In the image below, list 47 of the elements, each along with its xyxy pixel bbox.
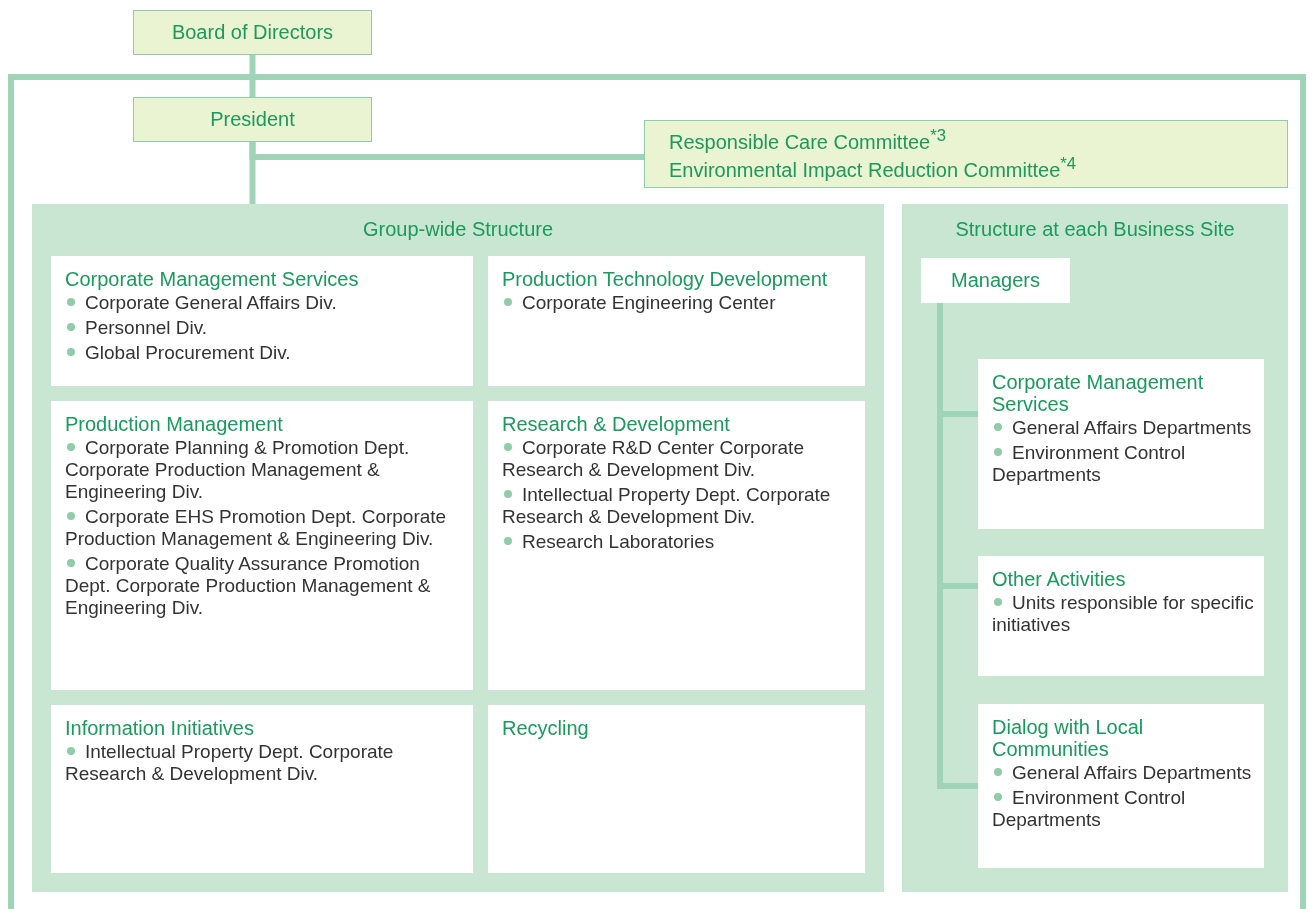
- card-heading: Recycling: [502, 717, 590, 739]
- committee-box: [644, 120, 1288, 188]
- list-item: Personnel Div.: [65, 317, 465, 340]
- list-item: Intellectual Property Dept. Corporate Research & Development Div.: [65, 741, 465, 786]
- list-item: Corporate EHS Promotion Dept. Corporate Production Management & Engineering Div.: [65, 506, 465, 551]
- department-card: [488, 401, 865, 690]
- list-item: General Affairs Departments: [992, 762, 1256, 785]
- department-card: [51, 401, 473, 690]
- list-item: Environment Control Departments: [992, 787, 1256, 832]
- connector-line: [937, 303, 978, 789]
- committee-name: Environmental Impact Reduction Committee$^{*4}$: [669, 154, 1077, 182]
- department-card: [488, 256, 865, 386]
- department-card: [488, 705, 865, 873]
- department-card: [51, 705, 473, 873]
- panel-heading: Group-wide Structure: [361, 218, 555, 241]
- title-box: Board of Directors: [133, 10, 372, 55]
- department-card: [978, 359, 1264, 529]
- card-heading: Corporate Management Services: [65, 268, 360, 290]
- card-heading: Production Management: [65, 413, 284, 435]
- list-item: General Affairs Departments: [992, 417, 1256, 440]
- list-item: Intellectual Property Dept. Corporate Research & Development Div.: [502, 484, 857, 529]
- department-card: [978, 556, 1264, 676]
- card-heading: Other Activities: [992, 568, 1127, 590]
- list-item: Corporate Planning & Promotion Dept. Corporate Production Management & Engineering Div.: [65, 437, 465, 504]
- list-item: Corporate R&D Center Corporate Research & Development Div.: [502, 437, 857, 482]
- title-box: President: [133, 97, 372, 142]
- card-heading: Dialog with Local Communities: [992, 716, 1145, 760]
- department-card: [978, 704, 1264, 868]
- title-box: Managers: [921, 258, 1070, 303]
- list-item: Units responsible for specific initiatives: [992, 592, 1256, 637]
- card-heading: Production Technology Development: [502, 268, 829, 290]
- list-item: Corporate Engineering Center: [502, 292, 857, 315]
- department-card: [51, 256, 473, 386]
- connector-line: [249, 55, 256, 97]
- list-item: Environment Control Departments: [992, 442, 1256, 487]
- card-heading: Research & Development: [502, 413, 731, 435]
- structure-panel: [902, 204, 1288, 892]
- list-item: Corporate Quality Assurance Promotion Dept. Corporate Production Management & Engineering Div.: [65, 553, 465, 620]
- card-heading: Information Initiatives: [65, 717, 255, 739]
- connector-line: [249, 142, 256, 204]
- card-heading: Corporate Management Services: [992, 371, 1205, 415]
- list-item: Global Procurement Div.: [65, 342, 465, 365]
- list-item: Corporate General Affairs Div.: [65, 292, 465, 315]
- structure-panel: [32, 204, 884, 892]
- panel-heading: Structure at each Business Site: [954, 218, 1236, 241]
- list-item: Research Laboratories: [502, 531, 857, 554]
- committee-name: Responsible Care Committee$^{*3}$: [669, 126, 946, 154]
